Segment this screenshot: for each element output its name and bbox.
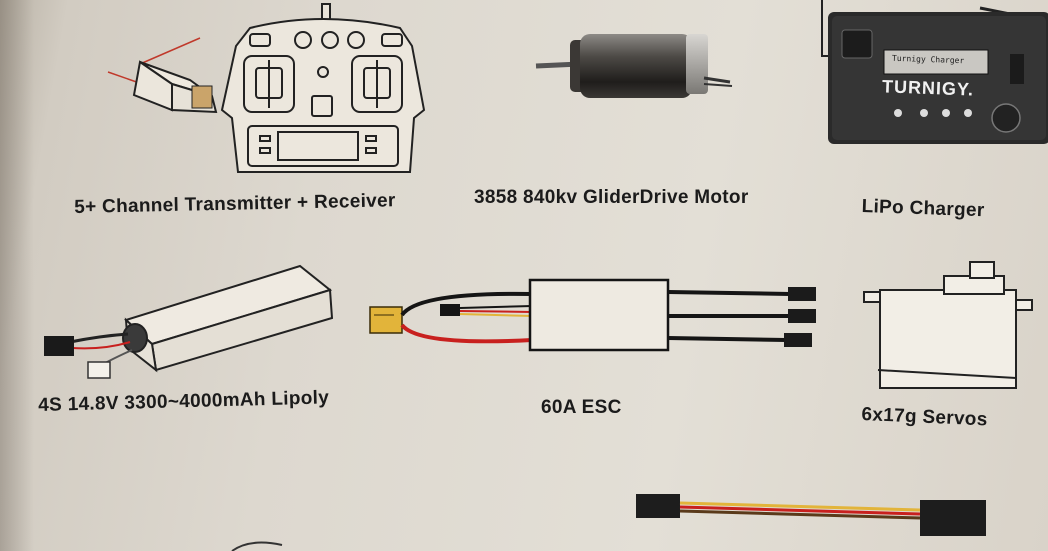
esc-caption: 60A ESC: [541, 397, 622, 418]
page-edge-shadow: [0, 0, 34, 551]
motor-caption: 3858 840kv GliderDrive Motor: [474, 187, 749, 208]
